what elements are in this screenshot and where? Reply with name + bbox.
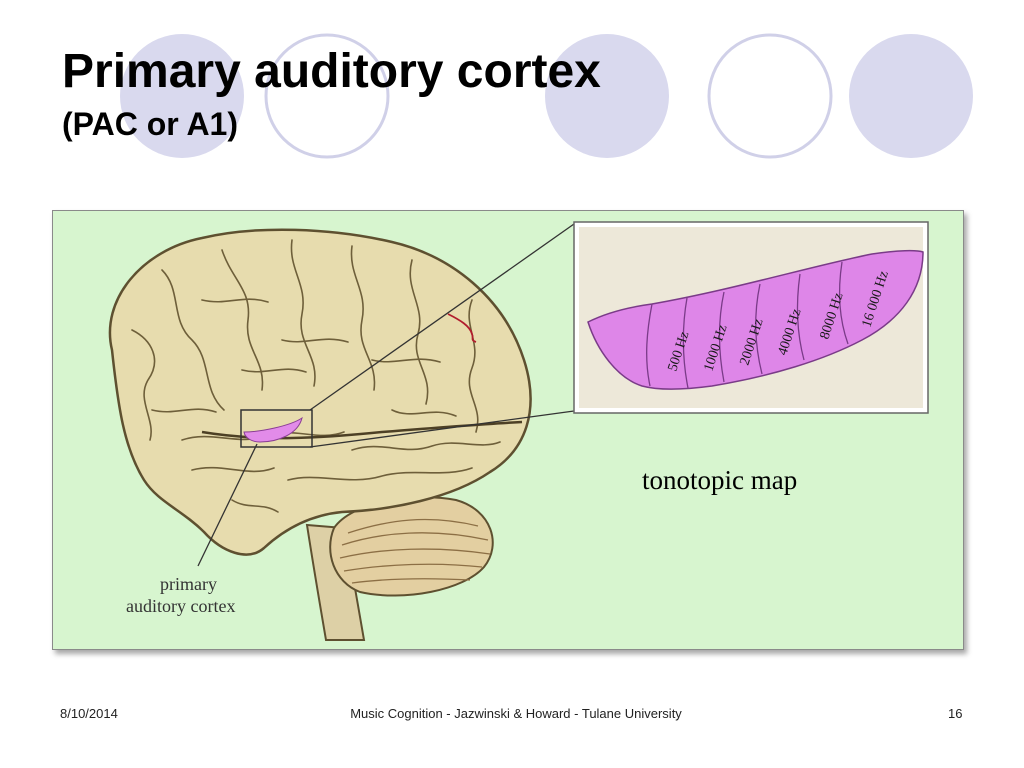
band-divider — [796, 273, 805, 361]
zoom-box — [240, 409, 313, 448]
band-divider — [755, 283, 763, 375]
tonotopic-map-inset: 500 Hz 1000 Hz 2000 Hz 4000 Hz 8000 Hz 1… — [573, 221, 929, 414]
decorative-circle-icon — [120, 34, 244, 158]
band-divider — [718, 291, 725, 383]
band-divider — [682, 297, 689, 389]
pac-label-pointer — [197, 443, 258, 567]
footer-date: 8/10/2014 — [60, 706, 118, 721]
decorative-circle-icon — [707, 33, 833, 159]
primary-auditory-cortex-highlight — [243, 416, 303, 443]
slide-subtitle: (PAC or A1) — [62, 106, 238, 142]
pac-label-line1: primary — [160, 574, 217, 594]
decorative-circle-icon — [264, 33, 390, 159]
zoom-line-bottom — [309, 410, 575, 448]
zoom-line-top — [309, 223, 575, 411]
band-divider — [646, 303, 653, 387]
brain-illustration-icon — [108, 228, 532, 641]
page-number: 16 — [948, 706, 963, 721]
tonotopic-map-caption: tonotopic map — [642, 465, 797, 495]
pac-label-line2: auditory cortex — [126, 596, 235, 616]
band-divider — [838, 261, 849, 345]
slide-title: Primary auditory cortex — [62, 45, 601, 98]
decorative-circles — [120, 33, 973, 159]
decorative-circle-icon — [849, 34, 973, 158]
brain-figure: 500 Hz 1000 Hz 2000 Hz 4000 Hz 8000 Hz 1… — [52, 210, 964, 650]
footer-center: Music Cognition - Jazwinski & Howard - T… — [350, 706, 682, 721]
decorative-circle-icon — [545, 34, 669, 158]
